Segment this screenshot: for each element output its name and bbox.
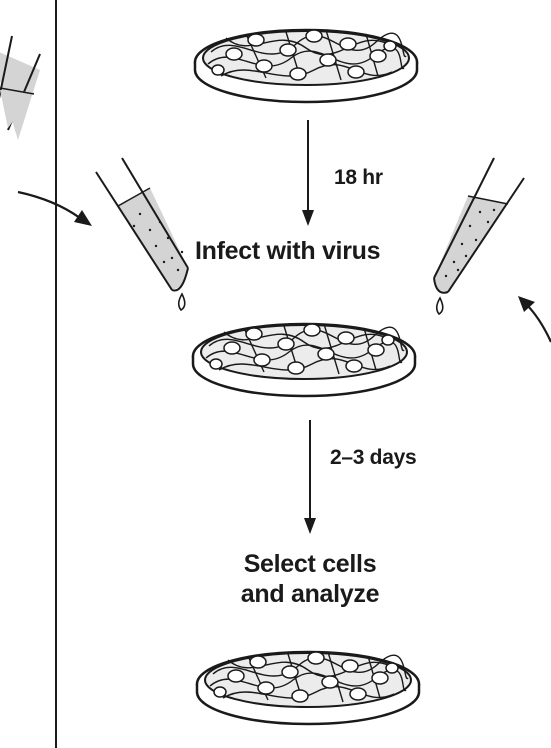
pipette-tube-icon-left-edge: [0, 36, 40, 140]
step-action-select: Select cells and analyze: [220, 549, 400, 609]
petri-dish-icon-bottom: [197, 652, 419, 724]
step-action-infect: Infect with virus: [195, 236, 380, 266]
step-duration-2: 2–3 days: [330, 446, 416, 470]
step-duration-1: 18 hr: [334, 166, 383, 190]
petri-dish-icon-top: [195, 30, 417, 102]
down-arrow-icon-2: [304, 420, 316, 534]
pipette-tube-icon-left: [96, 158, 188, 310]
pipette-tube-icon-right: [434, 154, 524, 314]
step-action-select-line2: and analyze: [220, 579, 400, 609]
curved-arrow-icon-right: [518, 296, 551, 342]
petri-dish-icon-middle: [193, 324, 415, 396]
down-arrow-icon-1: [302, 120, 314, 226]
step-action-select-line1: Select cells: [220, 549, 400, 579]
